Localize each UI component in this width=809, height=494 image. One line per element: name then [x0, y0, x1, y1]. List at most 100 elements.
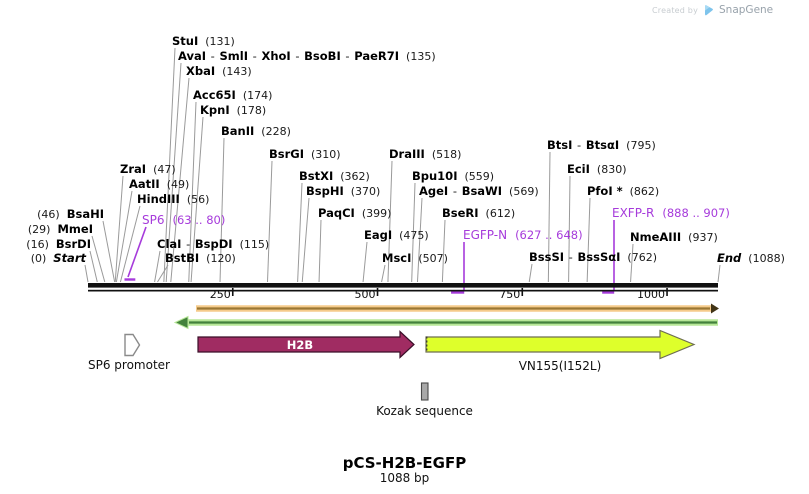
num-text: (507) — [418, 252, 448, 265]
num-text: (56) — [186, 193, 210, 206]
leader-line — [165, 62, 182, 283]
num-text: (115) — [239, 238, 270, 251]
leader-line — [387, 160, 393, 283]
sequence-ruler — [88, 283, 718, 292]
nm-text: BstBI — [165, 251, 200, 265]
site-label: (16)BsrDI — [26, 238, 91, 252]
pnm-text: SP6 — [142, 213, 165, 227]
leader-line — [154, 250, 161, 283]
nm-text: SmlI — [219, 49, 249, 63]
nm-text: ClaI — [157, 237, 182, 251]
sep-text: - — [182, 237, 194, 251]
sp6-promoter-glyph — [124, 333, 141, 357]
nm-text: PaqCI — [318, 206, 355, 220]
nm-text: AatII — [129, 177, 160, 191]
nm-text: BtsαI — [585, 138, 620, 152]
site-label: BseRI (612) — [442, 206, 516, 221]
leader-line — [115, 190, 133, 283]
nm-text: BseRI — [442, 206, 479, 220]
num-text: (120) — [206, 252, 236, 265]
site-label: HindIII(56) — [137, 193, 210, 207]
leader-line — [190, 116, 204, 283]
site-label: BtsI - BtsαI(795) — [547, 138, 656, 153]
nm-text: BsaHI — [66, 207, 104, 221]
nm-text: AgeI — [419, 184, 449, 198]
vn155-feature-label: VN155(I152L) — [518, 359, 602, 373]
plasmid-length: 1088 bp — [379, 471, 430, 485]
nm-text: BanII — [221, 124, 255, 138]
num-text: (143) — [222, 65, 252, 78]
forward-span-arrow — [196, 303, 719, 314]
kozak-box — [420, 382, 429, 401]
nm-text: BtsI — [547, 138, 573, 152]
site-label: NmeAIII(937) — [630, 231, 718, 245]
num-text: (49) — [166, 178, 190, 191]
leader-line — [441, 219, 446, 283]
nm-text: BsaWI — [461, 184, 503, 198]
num-text: (362) — [340, 170, 370, 183]
leader-line — [381, 264, 386, 283]
nm-text: EagI — [364, 228, 393, 242]
site-label: ClaI - BspDI (115) — [157, 237, 270, 252]
leader-line — [411, 182, 416, 283]
ruler-ticks — [231, 288, 668, 296]
leader-line — [568, 175, 571, 283]
leader-line — [586, 197, 591, 283]
pnm-text: EXFP-R — [612, 206, 655, 220]
num-text: (370) — [350, 185, 381, 198]
nm-text: BspDI — [194, 237, 233, 251]
sep-text: - — [291, 49, 304, 63]
leader-line — [91, 235, 106, 283]
leader-line — [528, 263, 533, 283]
nm-text: StuI — [172, 34, 199, 48]
num-text: (762) — [627, 251, 658, 264]
nm-text: Acc65I — [193, 88, 236, 102]
leader-line — [114, 175, 124, 283]
site-label: BssSI - BssSαI(762) — [529, 251, 658, 265]
ruler-tick-label: 250 — [209, 288, 231, 301]
leader-line — [547, 151, 551, 283]
nm-text: MscI — [382, 251, 412, 265]
site-label: BspHI(370) — [306, 185, 381, 199]
plasmid-title: pCS-H2B-EGFP — [342, 454, 467, 472]
num-text: (135) — [406, 50, 436, 63]
num-text: (228) — [261, 125, 291, 138]
primer-label: EGFP-N(627 .. 648) — [463, 229, 583, 242]
num-text: (47) — [153, 163, 176, 176]
site-label: (0)Start — [31, 252, 86, 266]
site-label: BsrGI(310) — [269, 148, 341, 162]
leader-line — [163, 47, 176, 283]
num-text: (612) — [485, 207, 516, 220]
site-label: BanII (228) — [221, 124, 291, 139]
sep-text: - — [249, 49, 261, 63]
nm-text: ZraI — [120, 162, 147, 176]
site-label: ZraI (47) — [120, 162, 176, 177]
leader-line — [219, 137, 225, 283]
ruler-tick-label: 750 — [499, 288, 521, 301]
num-text: (131) — [205, 35, 235, 48]
nm-text: KpnI — [200, 103, 230, 117]
primer-marks — [124, 220, 615, 294]
num-text: (830) — [596, 163, 627, 176]
leader-line — [157, 264, 169, 283]
leader-line — [170, 77, 190, 283]
leader-line — [119, 205, 141, 283]
pnm-text: EGFP-N — [463, 228, 508, 242]
leader-line — [362, 241, 368, 283]
num-text: (16) — [26, 238, 49, 251]
site-label: AvaI - SmlI - XhoI - BsoBI - PaeR7I(135) — [178, 49, 436, 64]
ruler-tick-label: 500 — [354, 288, 376, 301]
num-text: (569) — [509, 185, 539, 198]
num-text: (518) — [431, 148, 462, 161]
leader-line — [416, 197, 423, 283]
site-label: AgeI - BsaWI (569) — [419, 184, 539, 199]
h2b-feature-label: H2B — [286, 338, 314, 352]
site-label: PfoI *(862) — [587, 185, 659, 199]
site-label: EciI(830) — [567, 163, 627, 177]
num-text: (475) — [399, 229, 429, 242]
leader-line — [84, 264, 89, 283]
site-label: EagI (475) — [364, 228, 429, 243]
sep-text: - — [449, 184, 461, 198]
sep-text: - — [573, 138, 585, 152]
